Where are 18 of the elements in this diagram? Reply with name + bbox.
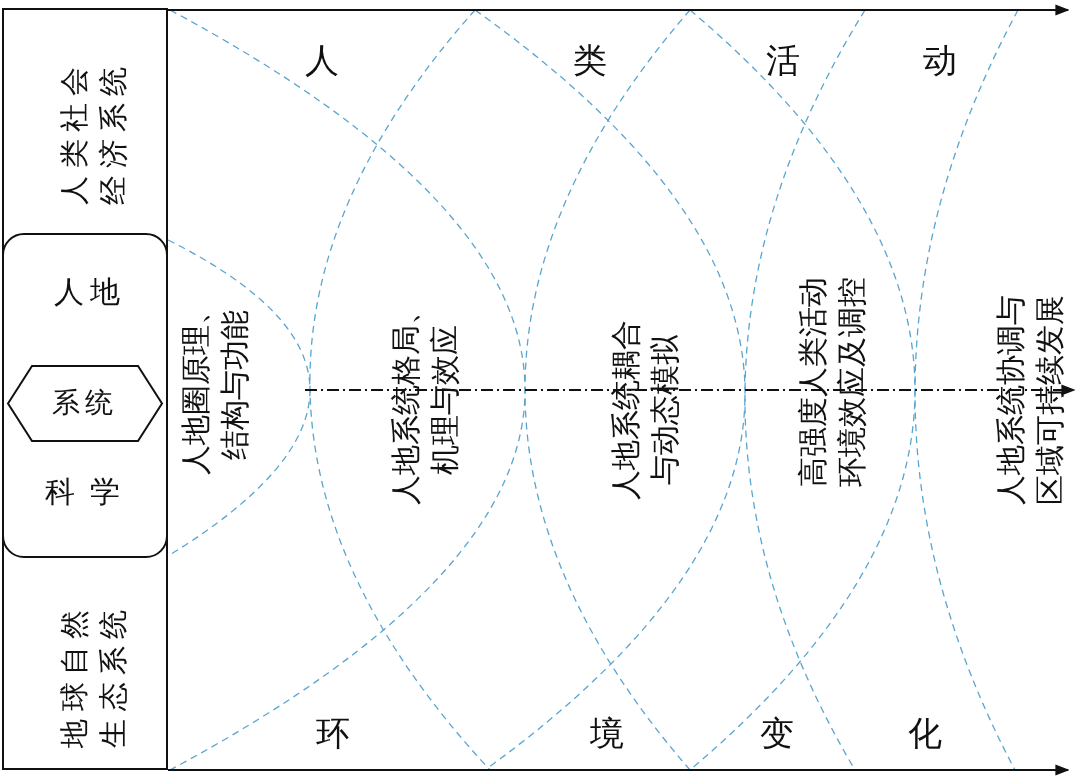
- rounded-box: [2, 233, 168, 558]
- node-label: 人类社会经济系统: [55, 58, 131, 207]
- axis-character: 类: [572, 38, 608, 82]
- stage-label: 人地圈原理、结构与功能: [177, 294, 253, 477]
- node-label: 系统: [50, 384, 121, 421]
- column-box: [2, 8, 168, 770]
- node-label: 人地: [53, 272, 127, 311]
- axis-character: 环: [315, 711, 351, 755]
- axis-character: 活: [765, 38, 801, 82]
- axis-character: 动: [922, 38, 958, 82]
- node-label: 地球自然生态系统: [55, 601, 131, 750]
- node-label: 科学: [44, 472, 136, 511]
- axis-character: 化: [907, 711, 943, 755]
- stage-label: 高强度人类活动环境效应及调控: [794, 276, 870, 489]
- axis-character: 变: [759, 711, 795, 755]
- axis-character: 人: [304, 38, 340, 82]
- stage-label: 人地系统协调与区域可持续发展: [992, 294, 1068, 507]
- axis-character: 境: [589, 711, 625, 755]
